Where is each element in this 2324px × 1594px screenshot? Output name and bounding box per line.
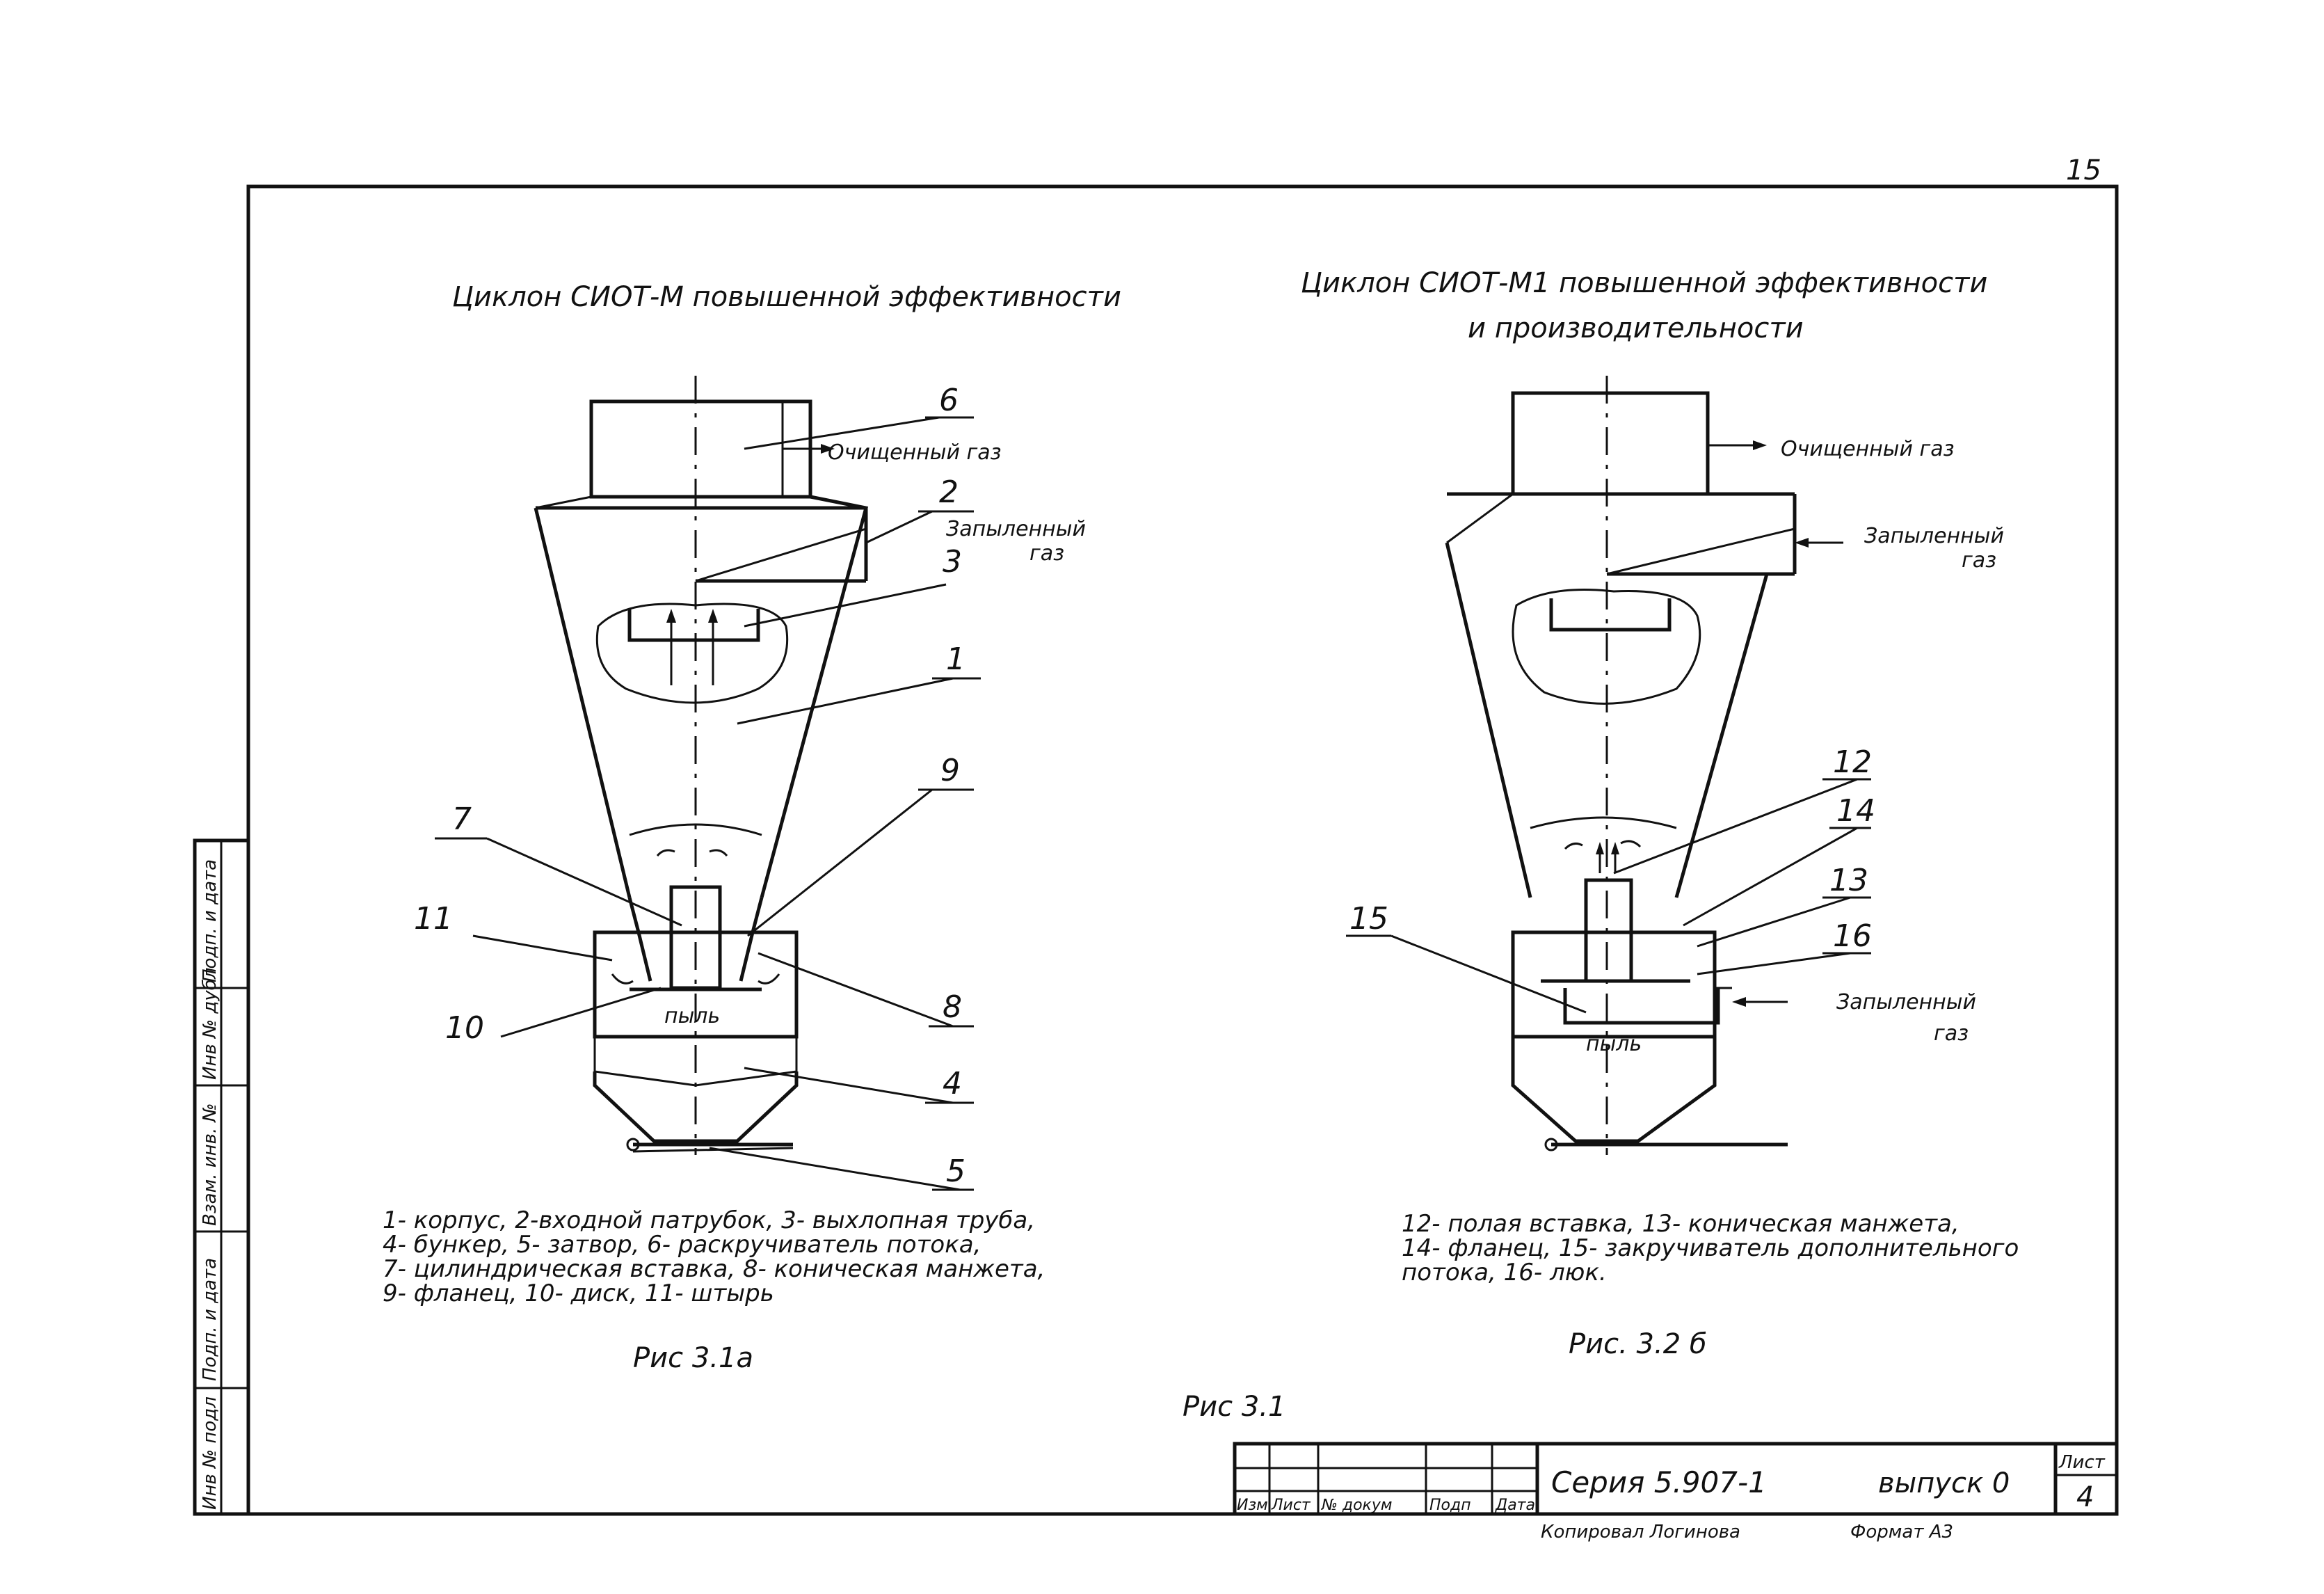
label-2: 2 <box>939 475 959 510</box>
tb-header-podp: Подп <box>1429 1497 1471 1514</box>
right-leaders <box>1346 778 1871 1014</box>
label-13: 13 <box>1829 863 1868 898</box>
left-title: Циклон СИОТ-М повышенной эффективности <box>452 281 1121 313</box>
tb-format: Формат А3 <box>1850 1522 1953 1543</box>
left-caption: Рис 3.1а <box>633 1342 753 1374</box>
right-caption: Рис. 3.2 б <box>1569 1328 1707 1360</box>
right-clean-gas: Очищенный газ <box>1781 437 1955 461</box>
left-legend-line-4: 9- фланец, 10- диск, 11- штырь <box>383 1280 774 1307</box>
right-title-line-1: Циклон СИОТ-М1 повышенной эффективности <box>1301 267 1987 299</box>
title-block: Изм Лист № докум Подп Дата Серия 5.907-1… <box>1233 1442 2119 1543</box>
label-11: 11 <box>414 901 453 937</box>
figure-caption: Рис 3.1 <box>1183 1391 1285 1423</box>
sheet-number: 15 <box>2066 154 2101 186</box>
stamp-inv-dubl: Инв № дубл <box>200 968 221 1080</box>
left-legend-line-1: 1- корпус, 2-входной патрубок, 3- выхлоп… <box>383 1206 1035 1234</box>
tb-sheet-value: 4 <box>2076 1481 2094 1513</box>
left-legend: 1- корпус, 2-входной патрубок, 3- выхлоп… <box>383 1206 1045 1307</box>
tb-header-izm: Изм <box>1237 1497 1268 1514</box>
left-dust: пыль <box>664 1004 720 1028</box>
label-14: 14 <box>1836 793 1875 829</box>
left-cyclone-drawing <box>534 376 869 1155</box>
stamp-inv-podl: Инв № подл <box>200 1396 221 1510</box>
label-10: 10 <box>445 1010 484 1046</box>
left-clean-gas: Очищенный газ <box>828 440 1002 465</box>
stamp-vzam-inv: Взам. инв. № <box>200 1103 221 1226</box>
right-dust: пыль <box>1586 1032 1642 1056</box>
right-dusty-gas-bottom-2: газ <box>1934 1021 1969 1046</box>
left-legend-line-2: 4- бункер, 5- затвор, 6- раскручиватель … <box>383 1231 981 1259</box>
tb-copied-by: Копировал Логинова <box>1541 1522 1740 1543</box>
right-legend-line-2: 14- фланец, 15- закручиватель дополнител… <box>1402 1234 2019 1262</box>
label-8: 8 <box>943 989 962 1025</box>
tb-issue: выпуск 0 <box>1878 1467 2010 1499</box>
label-5: 5 <box>946 1154 965 1189</box>
label-12: 12 <box>1833 744 1872 780</box>
right-legend-line-3: потока, 16- люк. <box>1402 1259 1607 1286</box>
tb-series: Серия 5.907-1 <box>1551 1465 1767 1499</box>
left-part-labels: 6 2 3 1 9 7 11 10 8 4 5 Очищенный газ За… <box>414 383 1086 1189</box>
label-3: 3 <box>943 544 962 580</box>
label-9: 9 <box>940 753 960 788</box>
label-16: 16 <box>1833 918 1872 954</box>
label-7: 7 <box>452 802 472 837</box>
right-title-line-2: и производительности <box>1468 312 1804 344</box>
tb-sheet-label: Лист <box>2058 1452 2106 1473</box>
label-15: 15 <box>1349 901 1388 937</box>
right-dusty-gas-top-1: Запыленный <box>1864 524 2004 548</box>
label-1: 1 <box>946 641 965 677</box>
drawing-frame <box>246 184 2119 1516</box>
side-stamp: Инв № подл Подп. и дата Взам. инв. № Инв… <box>193 838 250 1516</box>
right-dusty-gas-top-2: газ <box>1962 548 1996 573</box>
label-6: 6 <box>939 383 959 418</box>
right-dusty-gas-bottom-1: Запыленный <box>1836 990 1976 1014</box>
left-leaders <box>435 416 981 1191</box>
stamp-podp-data-2: Подп. и дата <box>200 859 221 982</box>
right-cyclone-drawing <box>1445 376 1843 1155</box>
label-4: 4 <box>943 1066 962 1101</box>
tb-header-data: Дата <box>1495 1497 1535 1514</box>
tb-header-list: Лист <box>1271 1497 1311 1514</box>
left-dusty-gas-2: газ <box>1029 541 1064 566</box>
right-part-labels: 12 14 13 16 15 Очищенный газ Запыленный … <box>1349 437 2004 1056</box>
right-legend-line-1: 12- полая вставка, 13- коническая манжет… <box>1402 1210 1960 1238</box>
left-legend-line-3: 7- цилиндрическая вставка, 8- коническая… <box>383 1255 1045 1283</box>
left-dusty-gas-1: Запыленный <box>946 517 1086 541</box>
right-legend: 12- полая вставка, 13- коническая манжет… <box>1402 1210 2019 1286</box>
stamp-podp-data-1: Подп. и дата <box>200 1258 221 1381</box>
tb-header-doc: № докум <box>1321 1497 1392 1514</box>
